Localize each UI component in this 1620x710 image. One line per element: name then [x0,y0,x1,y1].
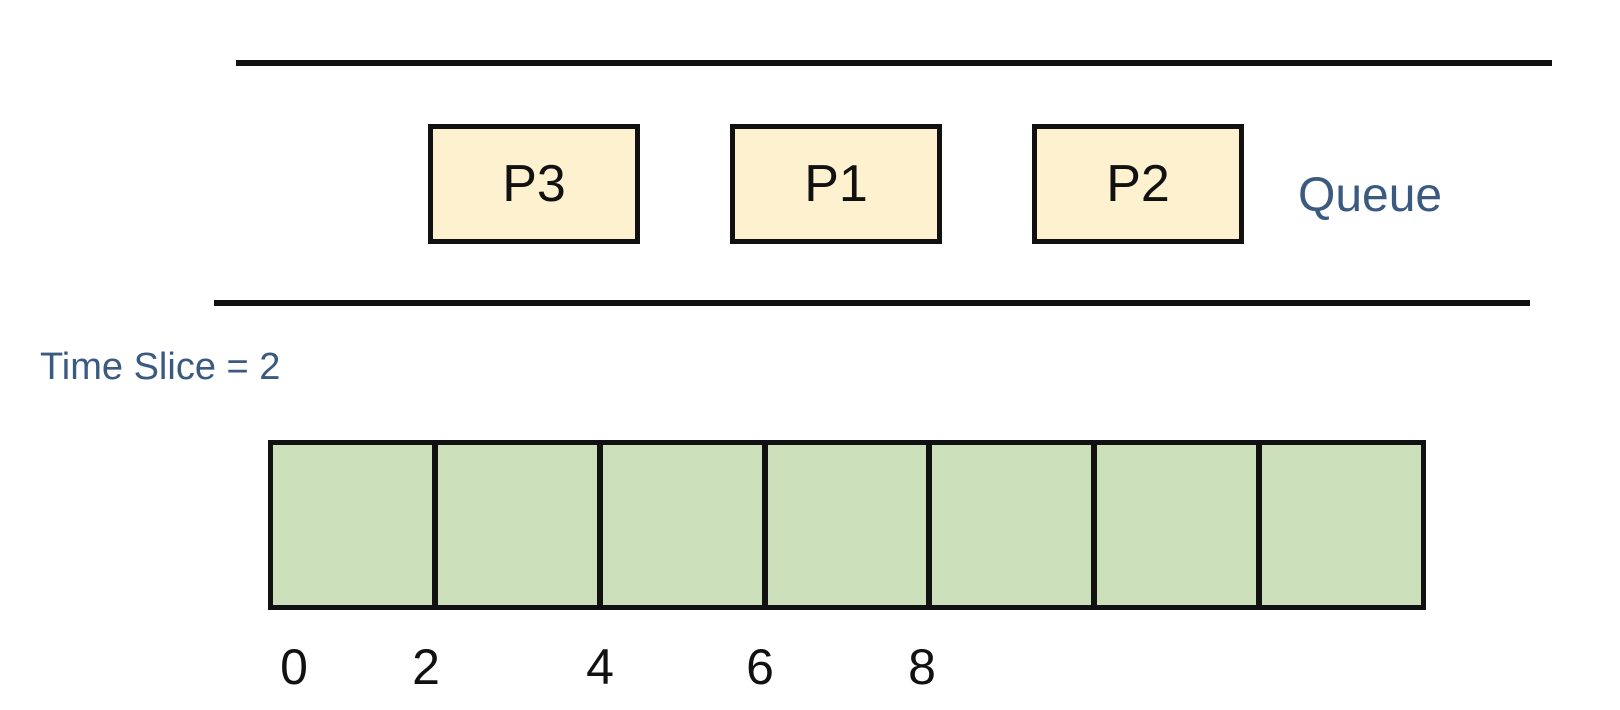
timeline-tick-label: 8 [908,639,936,695]
queue-bottom-line [214,300,1530,306]
gantt-timeline [268,440,1426,610]
process-box-p3: P3 [428,124,640,244]
time-slice-label: Time Slice = 2 [40,346,281,388]
process-box-p2: P2 [1032,124,1244,244]
timeline-slot [602,445,768,605]
timeline-tick-label: 6 [746,639,774,695]
queue-top-line [236,60,1552,66]
timeline-slot [273,445,438,605]
process-label: P1 [804,155,868,213]
timeline-tick-label: 0 [280,639,308,695]
timeline-slot [437,445,603,605]
timeline-slot [1097,445,1263,605]
timeline-slot [767,445,933,605]
queue-label: Queue [1298,169,1443,222]
timeline-tick-label: 2 [412,639,440,695]
process-label: P3 [502,155,566,213]
timeline-slot [1262,445,1422,605]
timeline-slot [932,445,1098,605]
timeline-tick-label: 4 [586,639,614,695]
process-box-p1: P1 [730,124,942,244]
process-label: P2 [1106,155,1170,213]
